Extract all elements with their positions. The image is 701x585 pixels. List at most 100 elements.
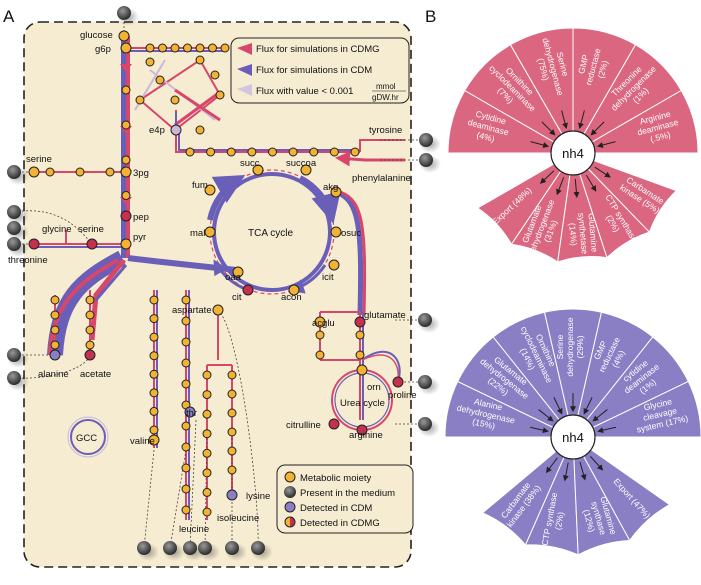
legend-cdm-marker (284, 501, 296, 513)
flux-cdmg-swatch (237, 43, 252, 55)
legend-cdmg-marker (284, 516, 296, 528)
label-orn: orn (367, 382, 381, 393)
moiety-node (149, 406, 159, 416)
moiety-node (181, 484, 191, 494)
medium-sphere (7, 165, 21, 179)
legend-cdm-text: Detected in CDM (300, 503, 372, 514)
pyr-to-oaa-flux (127, 255, 237, 273)
label-tyrosine: tyrosine (369, 125, 402, 136)
acetate-flux (89, 258, 126, 341)
medium-sphere (225, 541, 239, 555)
label-proline: proline (388, 390, 417, 401)
legend-moiety-text: Metabolic moiety (300, 473, 372, 484)
moiety-node (220, 43, 230, 53)
label-arginine: arginine (349, 430, 383, 441)
flux-arrow (592, 409, 608, 422)
medium-sphere (419, 133, 433, 147)
nh4-pie-cdmg: Cytidinedeaminase(4%)Ornithinecyclodeami… (447, 27, 699, 263)
label-acetate: acetate (80, 369, 111, 380)
flux-arrow (585, 175, 597, 192)
label-valine: valine (130, 436, 155, 447)
flux-arrow (596, 141, 616, 148)
moiety-node (315, 350, 325, 360)
moiety-node (202, 487, 212, 497)
moiety-node (202, 390, 212, 400)
moiety-node (85, 310, 95, 320)
flux-arrow (583, 397, 593, 415)
medium-sphere (7, 348, 21, 362)
label-pyr: pyr (133, 232, 146, 243)
moiety-node (268, 147, 277, 157)
pie-slice (572, 152, 678, 234)
flux-small-text: Flux with value < 0.001 (256, 86, 353, 97)
label-e4p: e4p (149, 125, 165, 136)
medium-sphere (137, 541, 151, 555)
medium-sphere (7, 237, 21, 251)
moiety-node (149, 314, 159, 324)
medium-sphere (419, 153, 433, 167)
moiety-node (195, 125, 205, 135)
label-threonine: threonine (8, 255, 48, 266)
pie-slice (571, 89, 699, 154)
symbol-legend: Metabolic moiety Present in the medium D… (276, 464, 414, 534)
label-isoleucine: isoleucine (217, 513, 259, 524)
moiety-node (181, 358, 191, 368)
legend-moiety-marker (284, 471, 296, 483)
gcc-cycle (67, 416, 109, 458)
moiety-node (149, 425, 159, 435)
moiety-node (181, 316, 191, 326)
moiety-node (210, 70, 220, 80)
flux-arrow (538, 409, 554, 422)
flux-arrow (541, 121, 556, 136)
flux-arrow (529, 426, 549, 434)
moiety-node (50, 310, 60, 320)
label-oaa: oaa (225, 272, 242, 283)
cell-boundary (23, 21, 412, 568)
label-alanine: alanine (38, 369, 69, 380)
flux-arrow (590, 121, 605, 136)
moiety-node (50, 295, 60, 305)
moiety-node (226, 147, 236, 157)
nh4-center-label: nh4 (562, 430, 584, 445)
panel-label-b: B (425, 7, 436, 26)
label-thr: thr (186, 408, 197, 419)
label-phenylalanine: phenylalanine (352, 173, 411, 184)
moiety-node (202, 507, 212, 517)
medium-sphere (198, 541, 212, 555)
flux-arrow (597, 426, 617, 434)
label-pep: pep (133, 212, 149, 223)
urea-cycle-label: Urea cycle (340, 398, 385, 409)
moiety-node (149, 388, 159, 398)
moiety-node (149, 369, 159, 379)
moiety-node (149, 351, 159, 361)
moiety-node (208, 43, 217, 53)
flux-arrow (579, 461, 587, 481)
flux-cdmg-text: Flux for simulations in CDMG (256, 44, 380, 55)
nh4-pie-cdm: Alaninedehydrogenase(15%)Glutamatedehydr… (444, 308, 701, 556)
moiety-node (227, 427, 237, 437)
medium-sphere (418, 417, 432, 431)
moiety-node (355, 350, 365, 360)
moiety-node (185, 147, 195, 157)
moiety-node (202, 409, 212, 419)
moiety-node (149, 295, 159, 305)
moiety-node (350, 147, 360, 157)
flux-arrow (556, 177, 565, 196)
moiety-node (121, 155, 131, 165)
label-mal: mal (190, 228, 205, 239)
moiety-node (149, 332, 159, 342)
medium-sphere (7, 205, 21, 219)
akg-glutamate-flux (335, 189, 364, 316)
pie-slice-label: GMPreductase(2%) (574, 44, 613, 88)
moiety-node (145, 57, 155, 67)
moiety-node (227, 389, 237, 399)
moiety-node (50, 340, 60, 350)
moiety-node (202, 370, 212, 380)
legend-cdmg-text: Detected in CDMG (300, 518, 380, 529)
moiety-node (85, 340, 95, 350)
gcc-label: GCC (76, 433, 97, 444)
moiety-node (158, 43, 167, 53)
label-succ: succ (240, 158, 260, 169)
pie-slice (572, 436, 671, 542)
label-g6p: g6p (95, 44, 111, 55)
